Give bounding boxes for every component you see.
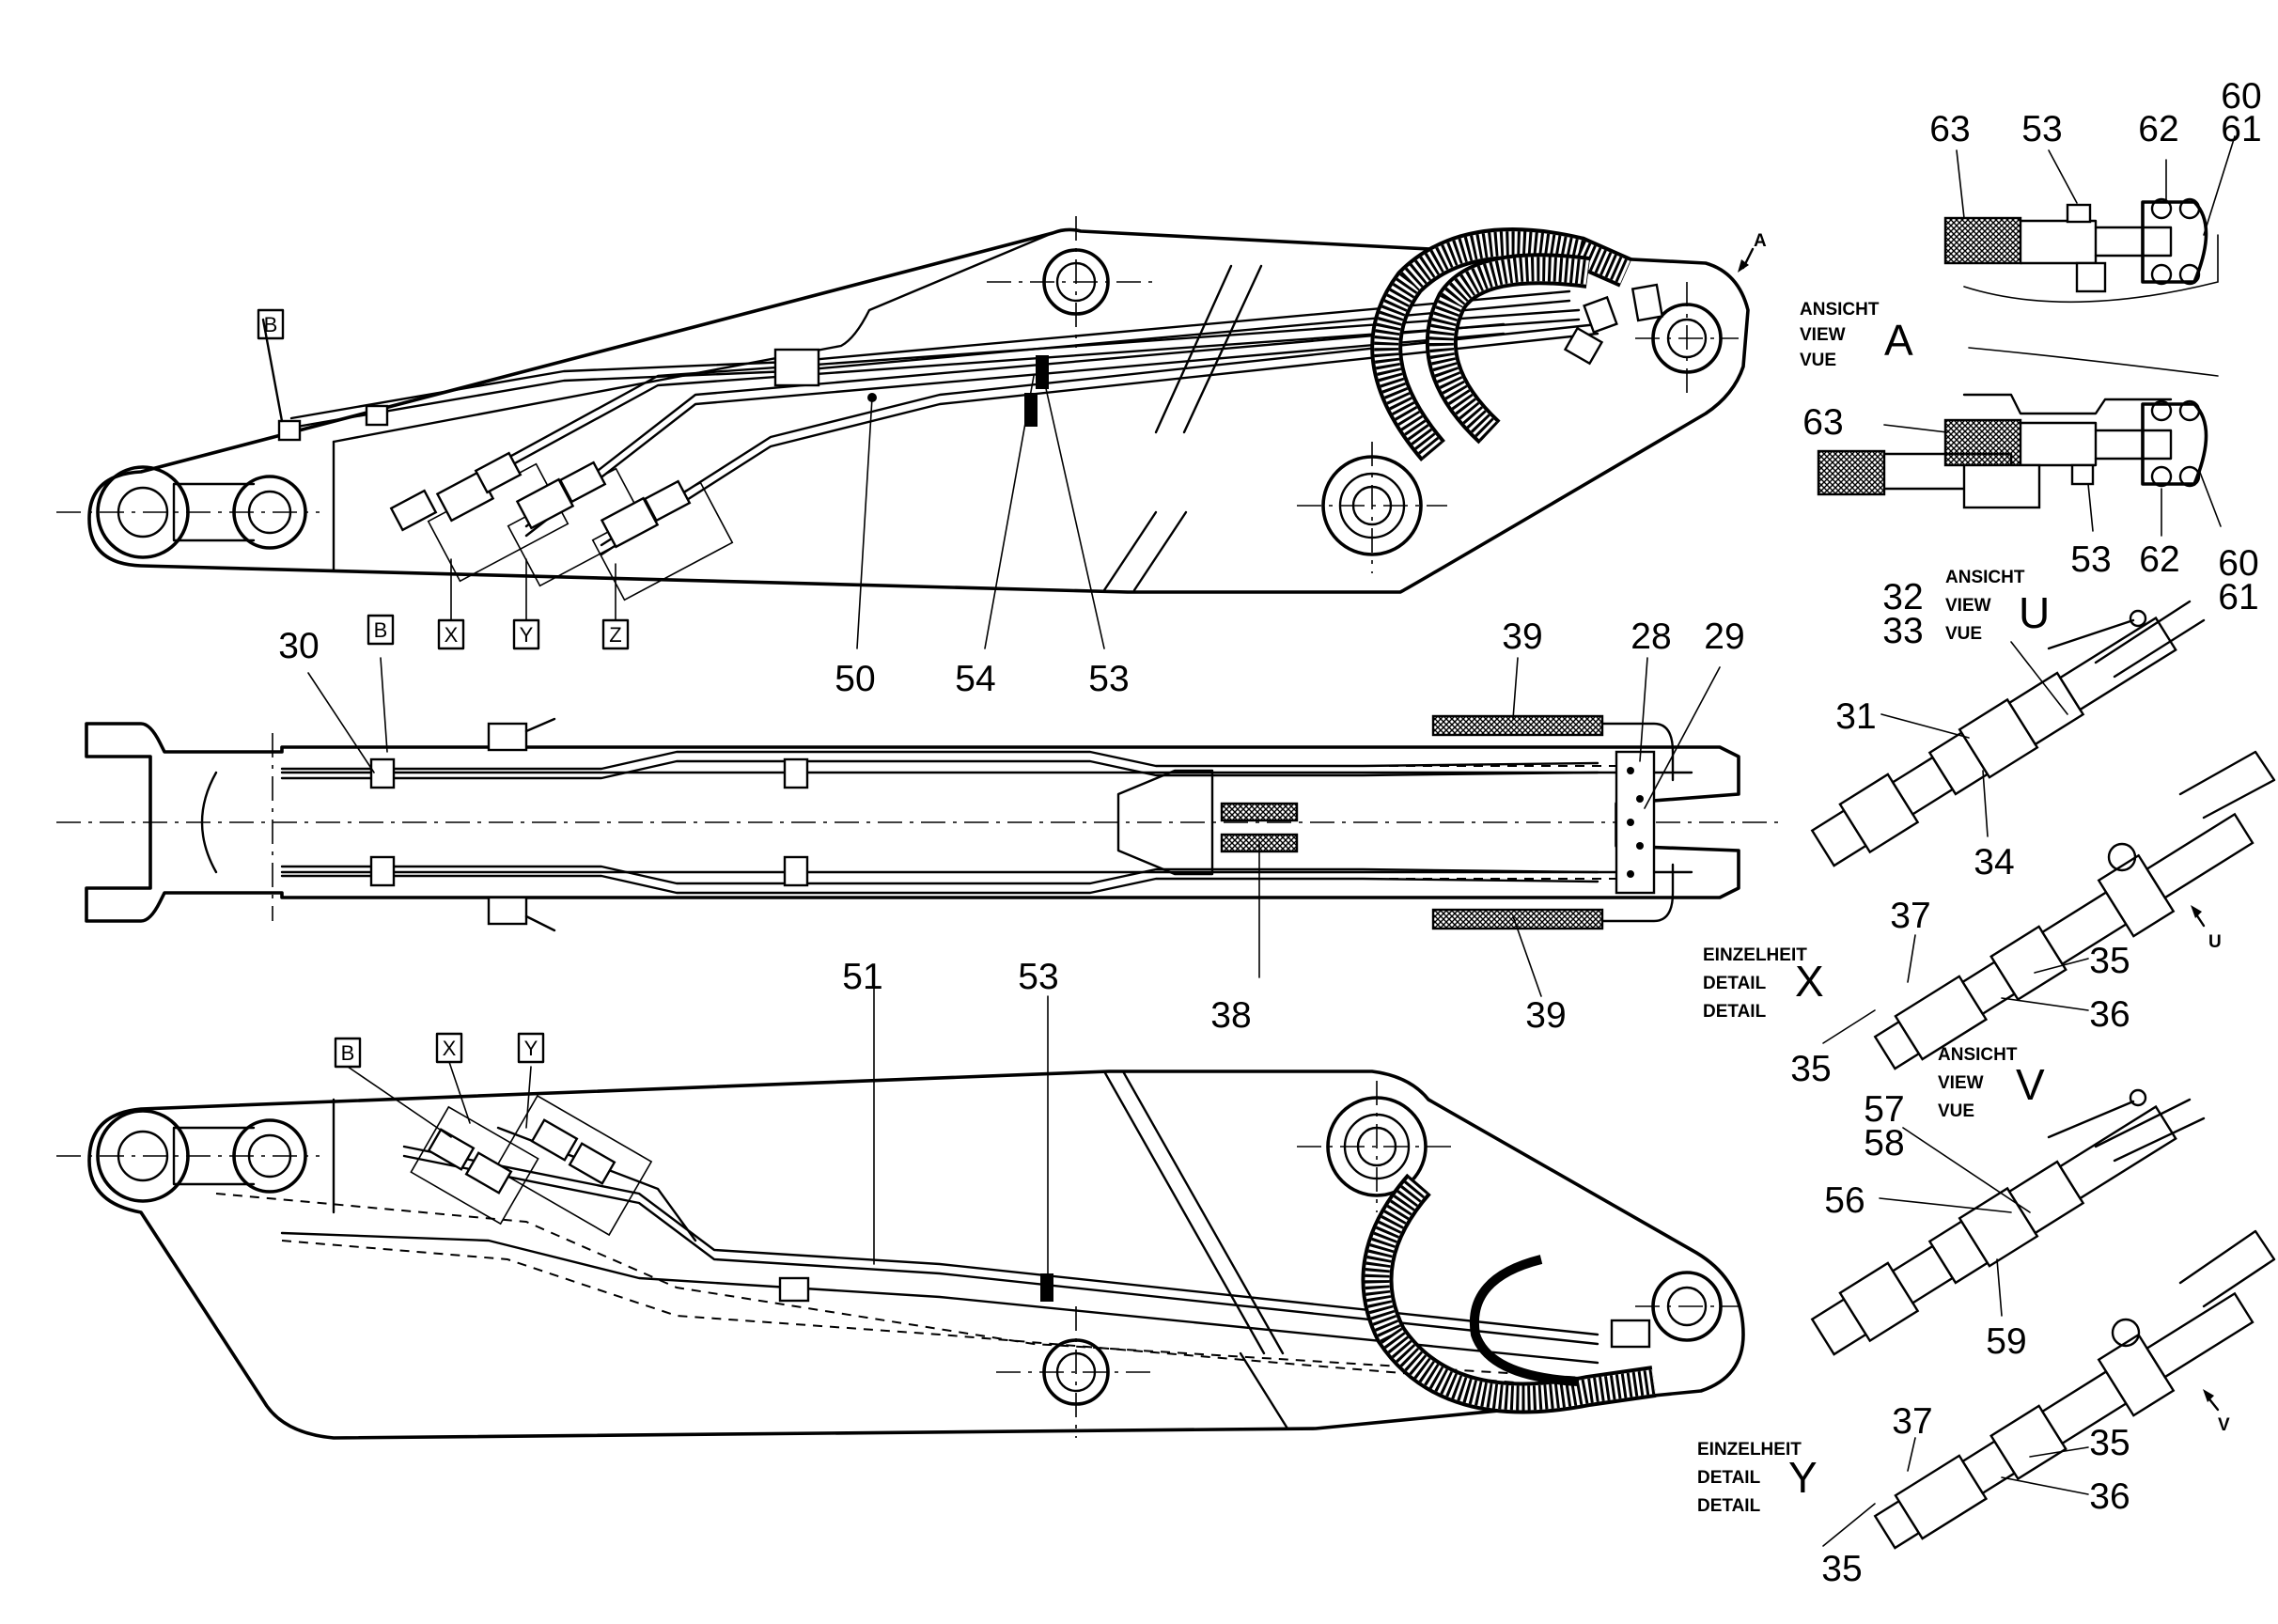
detail-x-einzelheit: EINZELHEIT xyxy=(1703,945,1807,965)
view-v-letter: V xyxy=(2016,1060,2045,1109)
callout-60-a-lower: 60 xyxy=(2218,543,2258,584)
box-b-top: B xyxy=(264,313,278,336)
callout-35-x-right: 35 xyxy=(2089,941,2130,981)
valve-cluster-z xyxy=(591,479,734,601)
view-v-vue: VUE xyxy=(1938,1101,1974,1121)
view-v-detail xyxy=(1810,1088,2276,1550)
callout-56: 56 xyxy=(1824,1180,1865,1221)
detail-y-detail-en: DETAIL xyxy=(1697,1468,1761,1488)
callout-61-a-lower: 61 xyxy=(2218,577,2258,617)
callout-58: 58 xyxy=(1864,1123,1904,1163)
callout-57: 57 xyxy=(1864,1089,1904,1130)
callout-53-top: 53 xyxy=(1088,659,1129,699)
callout-35-y-left: 35 xyxy=(1821,1549,1862,1589)
callout-63-a: 63 xyxy=(1929,109,1970,149)
box-x-bottom: X xyxy=(443,1037,457,1060)
view-labels: ANSICHT VIEW VUE A A ANSICHT VIEW VUE U … xyxy=(1697,231,2230,1516)
callout-35-x-left: 35 xyxy=(1790,1049,1831,1089)
callout-59: 59 xyxy=(1986,1321,2026,1362)
box-x-top: X xyxy=(445,623,459,647)
box-z-top: Z xyxy=(609,623,621,647)
detail-x-detail-fr: DETAIL xyxy=(1703,1002,1767,1022)
view-a-detail xyxy=(1817,197,2219,509)
callout-34: 34 xyxy=(1974,842,2014,882)
view-u-ansicht: ANSICHT xyxy=(1945,568,2025,587)
box-b-middle: B xyxy=(374,618,388,642)
boom-top-view-middle xyxy=(56,714,1786,932)
callout-32: 32 xyxy=(1882,577,1923,617)
callout-51: 51 xyxy=(842,957,882,997)
callout-31: 31 xyxy=(1835,696,1876,737)
callout-60-a-top: 60 xyxy=(2221,76,2261,117)
callout-38: 38 xyxy=(1210,995,1251,1036)
callout-39-top: 39 xyxy=(1502,617,1542,657)
callout-36-y: 36 xyxy=(2089,1476,2130,1517)
detail-x-detail-en: DETAIL xyxy=(1703,974,1767,993)
callout-53-bottom: 53 xyxy=(1018,957,1058,997)
box-y-top: Y xyxy=(520,623,534,647)
callout-54: 54 xyxy=(955,659,995,699)
callout-61-a-top: 61 xyxy=(2221,109,2261,149)
callout-53-a-lower: 53 xyxy=(2070,539,2111,580)
view-a-vue: VUE xyxy=(1800,351,1836,370)
arrow-u-label: U xyxy=(2208,932,2222,952)
view-a-ansicht: ANSICHT xyxy=(1800,300,1880,320)
view-u-detail xyxy=(1810,600,2276,1070)
view-a-view: VIEW xyxy=(1800,325,1846,345)
callout-62-a-top: 62 xyxy=(2138,109,2178,149)
box-b-bottom: B xyxy=(341,1041,355,1065)
callout-37-x: 37 xyxy=(1890,896,1930,936)
view-v-ansicht: ANSICHT xyxy=(1938,1045,2018,1065)
callout-36-x: 36 xyxy=(2089,994,2130,1035)
callout-37-y: 37 xyxy=(1892,1401,1932,1442)
view-a-letter: A xyxy=(1884,316,1913,365)
boom-side-view-bottom xyxy=(56,1070,1745,1440)
detail-reference-boxes: B X Y Z B B X Y xyxy=(257,308,630,1069)
callout-29: 29 xyxy=(1704,617,1744,657)
callout-30: 30 xyxy=(278,626,319,666)
detail-y-detail-fr: DETAIL xyxy=(1697,1496,1761,1516)
callout-33: 33 xyxy=(1882,611,1923,651)
arrow-v-label: V xyxy=(2218,1415,2230,1435)
view-v-view: VIEW xyxy=(1938,1073,1984,1093)
callout-numbers: 50 54 53 30 39 28 29 38 39 51 53 63 53 6… xyxy=(278,76,2261,1589)
valve-cluster-x xyxy=(389,451,570,583)
view-u-vue: VUE xyxy=(1945,624,1982,644)
box-y-bottom: Y xyxy=(524,1037,538,1060)
view-u-letter: U xyxy=(2019,588,2050,637)
valve-cluster-y xyxy=(507,461,649,587)
detail-y-einzelheit: EINZELHEIT xyxy=(1697,1440,1802,1460)
view-u-view: VIEW xyxy=(1945,596,1991,616)
callout-62-a-lower: 62 xyxy=(2139,539,2179,580)
detail-x-letter: X xyxy=(1795,957,1824,1006)
callout-35-y-right: 35 xyxy=(2089,1423,2130,1463)
callout-39-bottom: 39 xyxy=(1525,995,1566,1036)
callout-50: 50 xyxy=(835,659,875,699)
callout-28: 28 xyxy=(1630,617,1671,657)
detail-y-letter: Y xyxy=(1788,1453,1818,1502)
callout-53-a-top: 53 xyxy=(2021,109,2062,149)
arrow-a-label: A xyxy=(1754,231,1767,251)
callout-63-a-lower: 63 xyxy=(1802,402,1843,443)
boom-side-view-top xyxy=(56,216,1750,601)
leader-lines xyxy=(307,135,2236,1547)
